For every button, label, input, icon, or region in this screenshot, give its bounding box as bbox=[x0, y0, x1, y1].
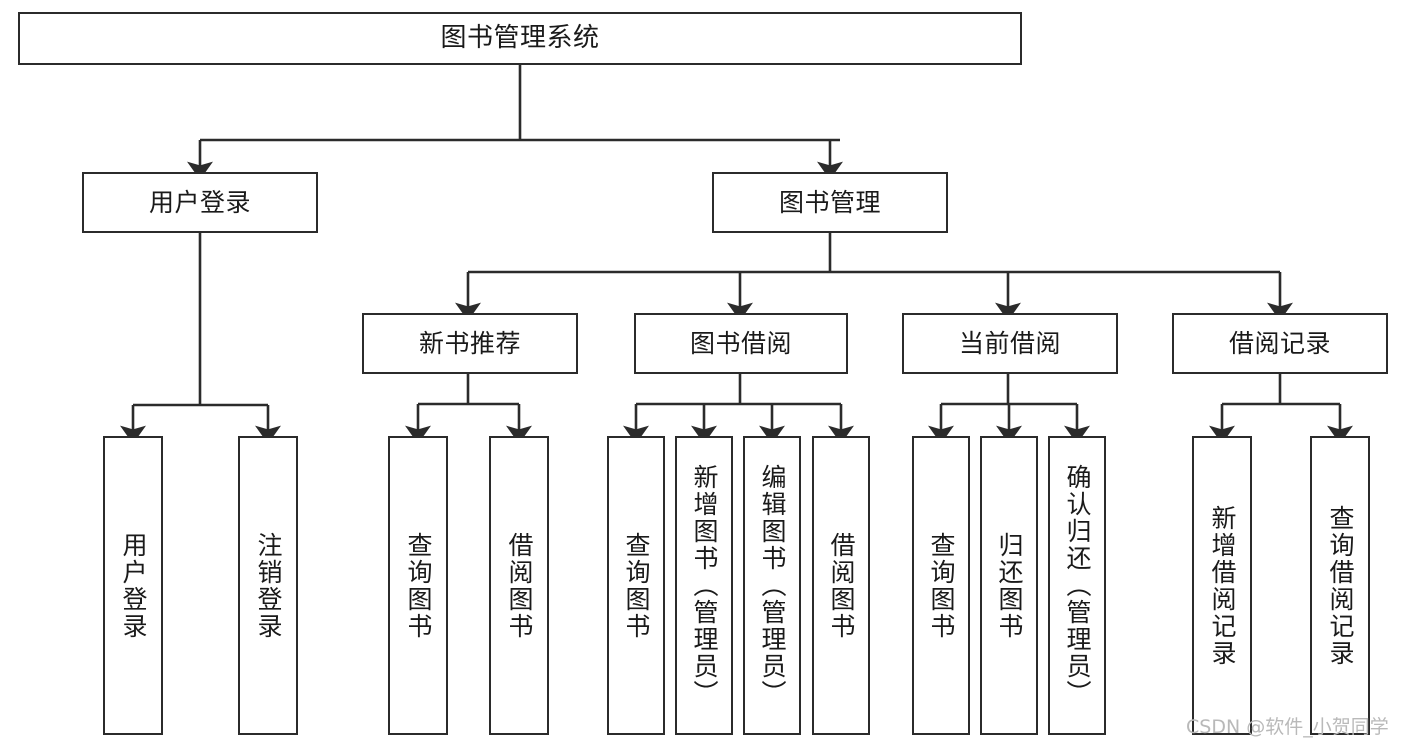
csdn-watermark: CSDN @软件_小贺同学 bbox=[1186, 716, 1389, 738]
leaf-new-book-query-book[interactable]: 查询图书 bbox=[388, 436, 448, 735]
node-label: 借阅图书 bbox=[505, 531, 534, 640]
node-label: 借阅图书 bbox=[827, 531, 856, 640]
node-label: 借阅记录 bbox=[1228, 328, 1331, 358]
node-label: 查询图书 bbox=[927, 531, 956, 640]
leaf-borrow-record-add-record[interactable]: 新增借阅记录 bbox=[1192, 436, 1252, 735]
node-label: 新增借阅记录 bbox=[1208, 504, 1237, 667]
node-book-management[interactable]: 图书管理 bbox=[712, 172, 948, 233]
leaf-new-book-borrow-book[interactable]: 借阅图书 bbox=[489, 436, 549, 735]
node-book-borrow[interactable]: 图书借阅 bbox=[634, 313, 848, 374]
node-label: 图书管理 bbox=[778, 187, 881, 217]
node-new-book-recommend[interactable]: 新书推荐 bbox=[362, 313, 578, 374]
node-label: 归还图书 bbox=[995, 531, 1024, 640]
node-current-borrow[interactable]: 当前借阅 bbox=[902, 313, 1118, 374]
node-label: 用户登录 bbox=[148, 187, 251, 217]
leaf-user-login-login[interactable]: 用户登录 bbox=[103, 436, 163, 735]
leaf-current-borrow-query-book[interactable]: 查询图书 bbox=[912, 436, 970, 735]
node-borrow-record[interactable]: 借阅记录 bbox=[1172, 313, 1388, 374]
node-label: 确认归还（管理员） bbox=[1063, 464, 1092, 707]
node-label: 当前借阅 bbox=[958, 328, 1061, 358]
node-root-book-management-system[interactable]: 图书管理系统 bbox=[18, 12, 1022, 65]
leaf-book-borrow-query-book[interactable]: 查询图书 bbox=[607, 436, 665, 735]
leaf-user-login-logout[interactable]: 注销登录 bbox=[238, 436, 298, 735]
leaf-borrow-record-query-record[interactable]: 查询借阅记录 bbox=[1310, 436, 1370, 735]
node-label: 用户登录 bbox=[119, 531, 148, 640]
leaf-book-borrow-borrow-book[interactable]: 借阅图书 bbox=[812, 436, 870, 735]
leaf-current-borrow-return-book[interactable]: 归还图书 bbox=[980, 436, 1038, 735]
node-label: 查询图书 bbox=[622, 531, 651, 640]
node-label: 图书借阅 bbox=[689, 328, 792, 358]
node-label: 新书推荐 bbox=[418, 328, 521, 358]
node-label: 新增图书（管理员） bbox=[690, 464, 719, 707]
node-label: 注销登录 bbox=[254, 531, 283, 640]
node-label: 图书管理系统 bbox=[440, 23, 600, 54]
node-label: 编辑图书（管理员） bbox=[758, 464, 787, 707]
node-label: 查询借阅记录 bbox=[1326, 504, 1355, 667]
node-label: 查询图书 bbox=[404, 531, 433, 640]
leaf-book-borrow-edit-book-admin[interactable]: 编辑图书（管理员） bbox=[743, 436, 801, 735]
leaf-book-borrow-add-book-admin[interactable]: 新增图书（管理员） bbox=[675, 436, 733, 735]
leaf-current-borrow-confirm-return-admin[interactable]: 确认归还（管理员） bbox=[1048, 436, 1106, 735]
node-user-login[interactable]: 用户登录 bbox=[82, 172, 318, 233]
